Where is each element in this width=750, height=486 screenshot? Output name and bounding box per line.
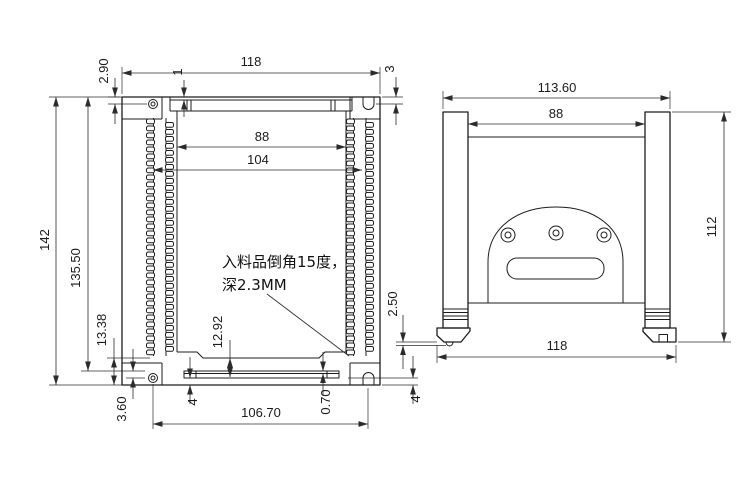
dim-front-overall-width: 118 xyxy=(121,54,381,94)
note-line-2: 深2.3MM xyxy=(222,276,287,294)
side-dome xyxy=(487,206,624,303)
dim-front-flange-right: 4 xyxy=(348,356,423,404)
dim-label-front-3: 3 xyxy=(382,65,397,72)
front-bottom-step xyxy=(177,351,346,359)
dim-side-overall-width: 113.60 xyxy=(442,80,671,109)
dim-label-side-88: 88 xyxy=(549,106,563,121)
side-post-left xyxy=(442,111,469,329)
dim-label-front-142: 142 xyxy=(37,229,52,251)
note-line-1: 入料品倒角15度， xyxy=(222,253,346,271)
dim-front-mount-span: 106.70 xyxy=(152,384,369,429)
front-serrated-rail-left xyxy=(146,118,174,356)
dim-label-side-2-50: 2.50 xyxy=(385,291,400,316)
front-screw-hole-top-left xyxy=(148,99,158,109)
dim-label-front-1: 1 xyxy=(170,68,185,75)
side-post-right xyxy=(644,111,671,329)
front-notch-top-right xyxy=(362,97,375,110)
front-chamfer-note: 入料品倒角15度， 深2.3MM xyxy=(222,253,350,357)
dim-side-feet-span: 118 xyxy=(436,338,677,363)
dim-label-front-104: 104 xyxy=(247,152,269,167)
dim-front-rail-span: 104 xyxy=(153,152,362,173)
front-serrated-rail-right xyxy=(346,118,374,356)
side-view: 113.60 88 112 2.50 118 xyxy=(385,80,731,369)
side-post-stripes xyxy=(443,308,670,320)
dim-label-front-4-right: 4 xyxy=(408,395,423,402)
dim-label-front-12-92: 12.92 xyxy=(210,316,225,349)
side-screw-holes xyxy=(500,225,612,243)
dim-front-plate-lip: 0.70 xyxy=(318,352,333,415)
dim-side-inner-width: 88 xyxy=(468,106,645,127)
dim-front-bar-lip: 1 xyxy=(170,68,187,117)
dim-side-height: 112 xyxy=(672,111,731,343)
dim-label-front-135-50: 135.50 xyxy=(68,248,83,288)
dim-front-bar-thickness: 3.60 xyxy=(114,349,145,422)
side-foot-left xyxy=(436,327,471,347)
dim-label-front-13-38: 13.38 xyxy=(94,314,109,347)
front-top-bar xyxy=(169,97,353,112)
dim-label-side-118: 118 xyxy=(547,338,568,353)
dim-front-flange-left: 4 xyxy=(185,357,200,406)
front-screw-hole-bottom-left xyxy=(148,373,158,383)
dim-label-front-2-90: 2.90 xyxy=(96,58,111,83)
side-slot xyxy=(506,257,605,280)
dim-front-step-height: 13.38 xyxy=(94,314,150,385)
dim-front-overall-height: 142 xyxy=(37,96,122,386)
dim-front-top-bar: 3 xyxy=(376,65,403,125)
side-foot-right xyxy=(642,327,677,343)
front-view: 118 2.90 1 3 88 104 xyxy=(37,54,423,429)
dim-label-front-4-left: 4 xyxy=(185,398,200,405)
dim-front-inner-step-height: 12.92 xyxy=(210,316,233,377)
front-body-outline xyxy=(121,96,381,386)
dim-front-inner-height: 135.50 xyxy=(68,97,126,372)
front-notch-bottom-right xyxy=(362,372,375,385)
dim-label-front-106-70: 106.70 xyxy=(241,405,281,420)
front-bottom-plate xyxy=(183,370,340,379)
dim-front-inner-width: 88 xyxy=(177,129,346,150)
dim-label-front-88: 88 xyxy=(255,129,269,144)
dim-label-side-113-60: 113.60 xyxy=(538,80,577,95)
dim-side-foot-pin: 2.50 xyxy=(385,291,446,369)
dim-label-front-0-70: 0.70 xyxy=(318,389,333,414)
dim-label-front-3-60: 3.60 xyxy=(114,396,129,421)
dim-label-front-118: 118 xyxy=(241,54,262,69)
dim-label-side-112: 112 xyxy=(704,217,719,238)
side-center-panel xyxy=(468,136,645,304)
dim-front-hole-offset: 2.90 xyxy=(96,58,147,124)
